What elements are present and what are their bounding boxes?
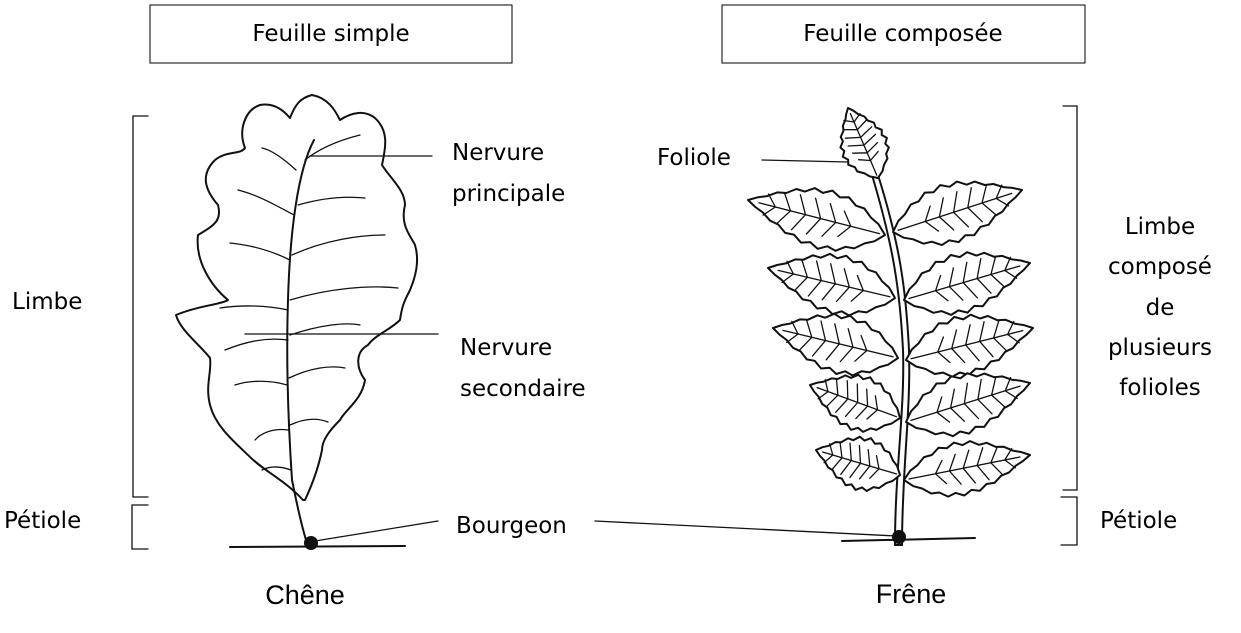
- ash-leaf-drawing: [748, 108, 1033, 545]
- species-ash: Frêne: [876, 579, 947, 609]
- oak-bud: [304, 536, 318, 550]
- leaflet-1: [840, 108, 889, 178]
- label-nervure-principale-2: principale: [452, 181, 565, 207]
- leaflet-4: [768, 254, 895, 316]
- oak-ground-line: [230, 546, 405, 547]
- header-compound-leaf: Feuille composée: [722, 5, 1085, 63]
- leaflet-9: [906, 373, 1030, 436]
- oak-secondary-veins: [220, 135, 398, 470]
- label-foliole: Foliole: [657, 145, 731, 171]
- label-petiole-left: Pétiole: [4, 508, 81, 534]
- bracket-limbe-right: [1063, 106, 1077, 490]
- ash-leaflets: [748, 108, 1033, 497]
- label-limbe-compose-2: composé: [1108, 254, 1212, 280]
- label-limbe-compose-4: plusieurs: [1108, 335, 1212, 361]
- header-simple-leaf-text: Feuille simple: [252, 21, 409, 47]
- label-nervure-secondaire-1: Nervure: [460, 335, 552, 361]
- header-simple-leaf: Feuille simple: [150, 5, 512, 63]
- leader-foliole: [762, 160, 848, 162]
- leaflet-8: [810, 375, 900, 432]
- label-nervure-principale-1: Nervure: [452, 140, 544, 166]
- leaflet-10: [816, 437, 900, 491]
- leader-bourgeon-oak: [315, 521, 438, 541]
- label-limbe-compose-5: folioles: [1119, 375, 1201, 401]
- leaflet-6: [773, 314, 898, 376]
- bracket-limbe-left: [133, 116, 148, 497]
- leader-bourgeon-ash: [595, 521, 896, 536]
- ash-bud: [892, 530, 906, 544]
- label-limbe-compose-3: de: [1146, 295, 1175, 321]
- label-limbe: Limbe: [12, 289, 82, 315]
- leaflet-5: [904, 252, 1030, 315]
- ash-ground-line: [842, 538, 975, 541]
- label-petiole-right: Pétiole: [1100, 508, 1177, 534]
- oak-main-vein: [287, 140, 314, 540]
- label-nervure-secondaire-2: secondaire: [460, 376, 586, 402]
- leaflet-3: [893, 182, 1022, 246]
- leaflet-2: [748, 188, 885, 251]
- bracket-petiole-left: [132, 505, 148, 549]
- bracket-petiole-right: [1061, 497, 1077, 545]
- label-limbe-compose-1: Limbe: [1125, 214, 1195, 240]
- oak-leaf-drawing: [176, 95, 417, 550]
- species-oak: Chêne: [265, 580, 345, 610]
- header-compound-leaf-text: Feuille composée: [803, 21, 1002, 47]
- label-bourgeon: Bourgeon: [456, 513, 567, 539]
- leaflet-7: [906, 315, 1033, 377]
